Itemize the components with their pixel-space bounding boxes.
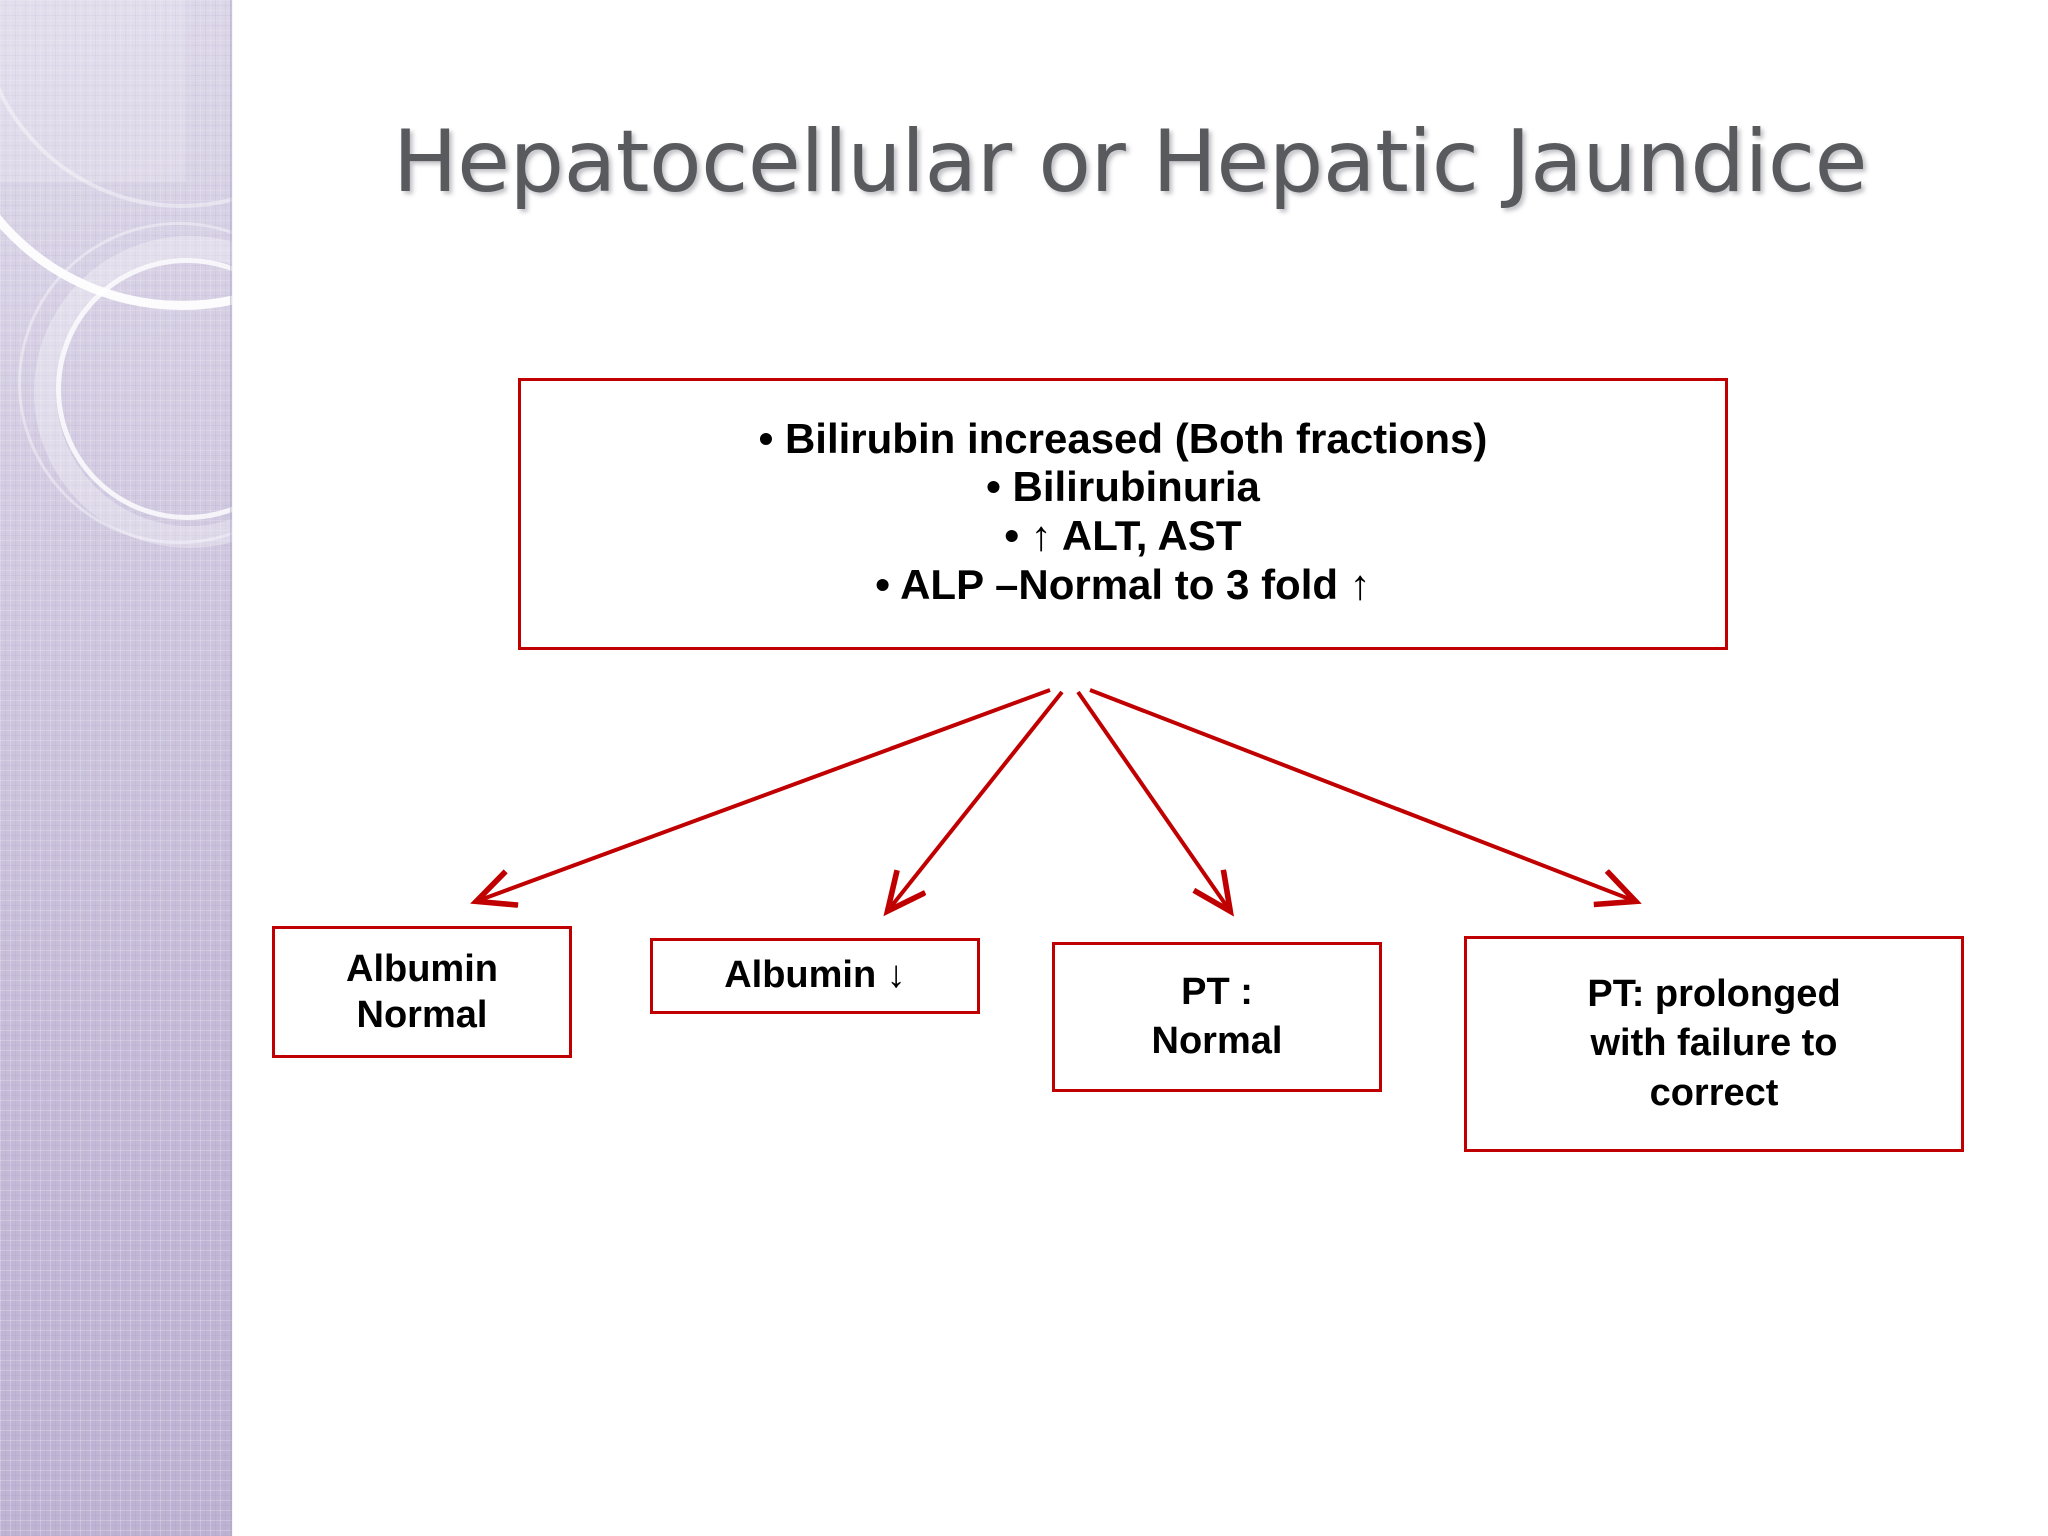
finding-line-bilirubinuria: • Bilirubinuria (986, 463, 1260, 511)
outcome-box-albumin-normal: Albumin Normal (272, 926, 572, 1058)
decorative-sidebar (0, 0, 232, 1536)
outcome-label: PT: prolonged (1587, 972, 1841, 1015)
outcome-box-pt-normal: PT : Normal (1052, 942, 1382, 1092)
finding-line-bilirubin: • Bilirubin increased (Both fractions) (758, 414, 1488, 462)
arrow-to-pt-normal (1076, 690, 1228, 908)
arrow-to-albumin-normal (480, 688, 1051, 900)
outcome-label: Normal (356, 994, 488, 1036)
page-title: Hepatocellular or Hepatic Jaundice (392, 112, 1868, 212)
outcome-box-albumin-low: Albumin ↓ (650, 938, 980, 1014)
finding-line-alp: • ALP –Normal to 3 fold ↑ (875, 560, 1371, 608)
outcome-label: with failure to (1590, 1022, 1838, 1065)
outcome-label: Albumin (346, 947, 498, 990)
main-findings-box: • Bilirubin increased (Both fractions) •… (518, 378, 1728, 650)
arrow-to-albumin-low (890, 690, 1064, 908)
finding-line-alt-ast: • ↑ ALT, AST (1004, 512, 1242, 559)
outcome-label: Normal (1151, 1020, 1283, 1062)
outcome-label: correct (1649, 1071, 1779, 1114)
outcome-label: Albumin ↓ (724, 954, 906, 997)
outcome-box-pt-prolonged: PT: prolonged with failure to correct (1464, 936, 1964, 1152)
outcome-label: PT : (1181, 971, 1253, 1014)
sidebar-edge-divider (230, 0, 233, 1536)
arrow-to-pt-prolonged (1089, 688, 1632, 900)
